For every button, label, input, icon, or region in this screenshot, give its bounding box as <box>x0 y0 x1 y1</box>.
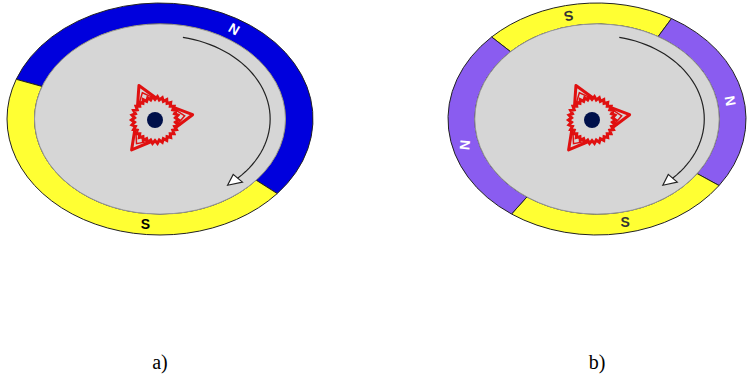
arrow-head <box>228 174 243 185</box>
rotation-arrow <box>183 37 270 181</box>
shaft <box>147 112 163 128</box>
pole-letter: S <box>141 217 150 231</box>
rotor <box>132 86 193 150</box>
shaft <box>584 112 600 128</box>
rotor-space <box>35 24 286 214</box>
figure-caption: b) <box>589 352 606 372</box>
pole-letter: S <box>621 215 630 229</box>
rotation-arrow <box>619 37 704 181</box>
rotor <box>569 86 630 150</box>
pole-letter: N <box>458 139 473 150</box>
motor-figure <box>448 3 746 235</box>
rotor-body <box>569 97 616 144</box>
arrow-head <box>663 174 677 185</box>
rotor-space <box>475 24 719 214</box>
pole-letter: N <box>723 94 739 106</box>
rotor-body <box>132 97 179 144</box>
motor-figure <box>7 3 313 235</box>
figure-caption: a) <box>152 352 168 372</box>
